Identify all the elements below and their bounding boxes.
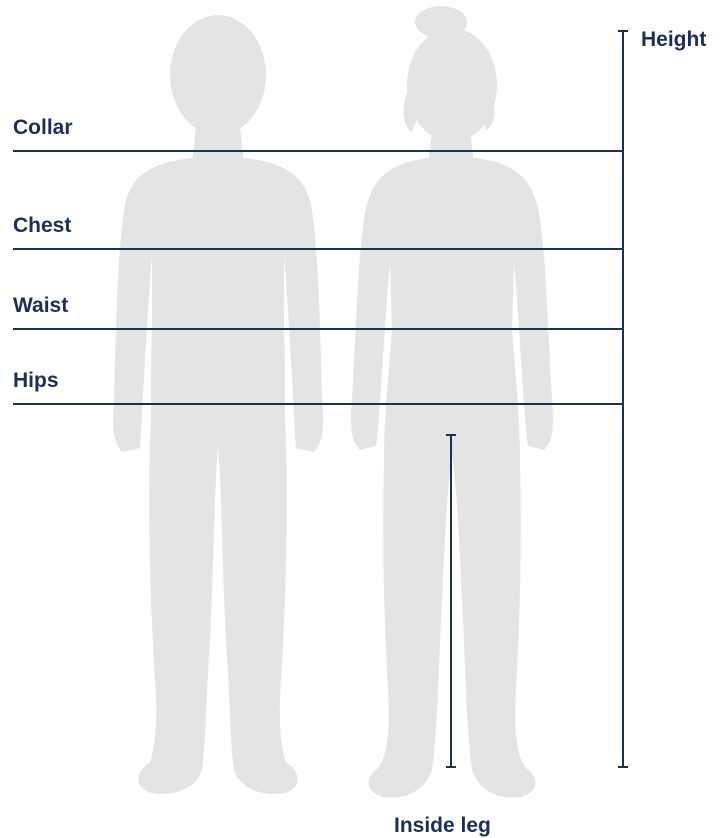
hips-label: Hips [13, 370, 59, 391]
inside-leg-label: Inside leg [394, 815, 491, 836]
height-label: Height [641, 29, 706, 50]
waist-label: Waist [13, 295, 68, 316]
chest-label: Chest [13, 215, 71, 236]
collar-label: Collar [13, 117, 73, 138]
height-measure [618, 31, 628, 767]
